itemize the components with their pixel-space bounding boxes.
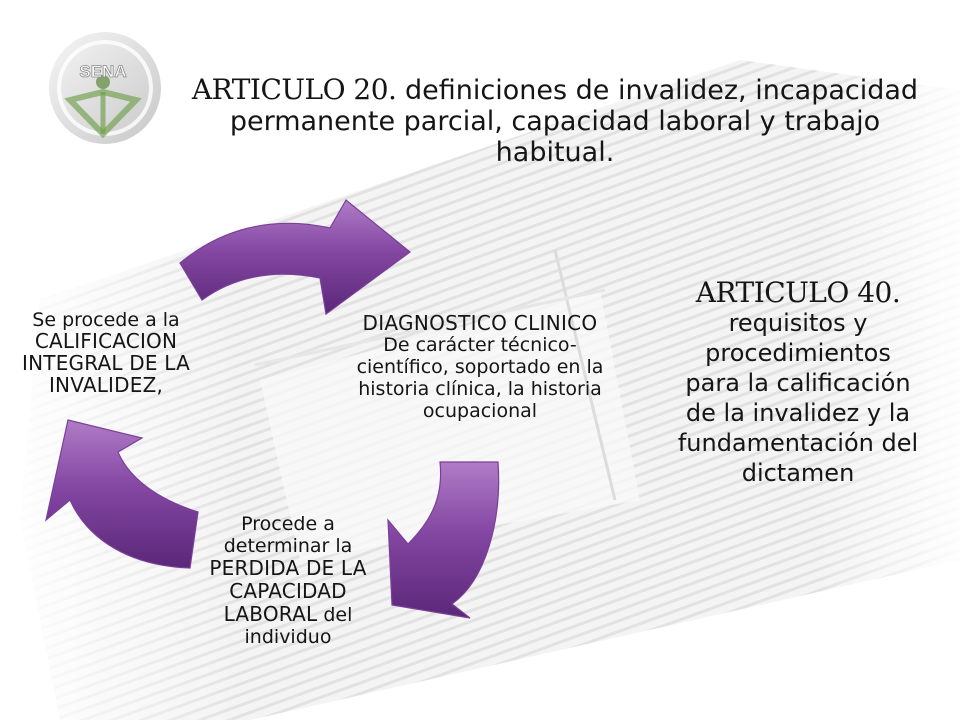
arrow-calificacion-to-diagnostico [179,199,411,316]
cycle-node-calificacion: Se procede a la CALIFICACION INTEGRAL DE… [6,310,206,397]
node-calificacion-text-before: Se procede a la [32,309,180,331]
title-text: definiciones de invalidez, incapacidad p… [229,75,919,168]
node-diagnostico-heading: DIAGNOSTICO CLINICO [362,311,598,335]
title-article: ARTICULO 20. [191,73,397,106]
node-diagnostico-text: De carácter técnico-científico, soportad… [356,334,604,422]
node-perdida-caps: PERDIDA DE LA CAPACIDAD LABORAL [209,556,367,626]
cycle-arrows [45,199,500,619]
slide-title: ARTICULO 20. definiciones de invalidez, … [190,74,920,168]
arrow-diagnostico-to-perdida [387,461,500,619]
arrow-perdida-to-calificacion [45,419,199,569]
side-note-article: ARTICULO 40. [695,276,901,309]
sena-logo-text: SENA [79,62,126,81]
sena-logo: SENA [49,32,161,144]
node-perdida-text-after: del individuo [244,604,353,648]
cycle-node-diagnostico: DIAGNOSTICO CLINICO De carácter técnico-… [330,312,630,422]
node-calificacion-caps: CALIFICACION INTEGRAL DE LA INVALIDEZ, [22,329,190,397]
node-perdida-text-before: Procede a determinar la [223,513,353,557]
cycle-node-perdida: Procede a determinar la PERDIDA DE LA CA… [200,513,376,648]
side-note-text: requisitos y procedimientos para la cali… [677,309,919,487]
side-note: ARTICULO 40. requisitos y procedimientos… [676,278,920,488]
